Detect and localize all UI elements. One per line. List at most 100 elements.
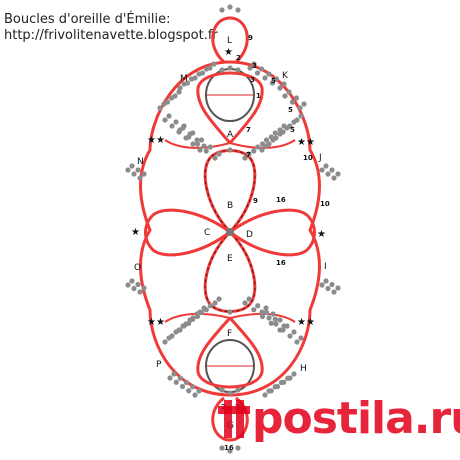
picot-dot bbox=[301, 101, 307, 107]
picot-dot bbox=[281, 81, 287, 87]
picot-dot bbox=[192, 75, 198, 81]
picot-dot bbox=[262, 75, 268, 81]
picot-dot bbox=[181, 123, 187, 129]
picot-dot bbox=[190, 141, 196, 147]
picot-dot bbox=[319, 167, 325, 173]
picot-dot bbox=[219, 7, 225, 13]
picot-dot bbox=[135, 167, 141, 173]
picot-dot bbox=[272, 316, 278, 322]
label-L: L bbox=[227, 36, 232, 46]
chain-F bbox=[196, 316, 264, 389]
picot-dot bbox=[203, 148, 209, 154]
picot-dot bbox=[172, 93, 178, 99]
picot-dot bbox=[325, 171, 331, 177]
picot-dot bbox=[157, 105, 163, 111]
star-left: ★ bbox=[131, 227, 140, 238]
picot-dot bbox=[263, 305, 269, 311]
picot-dot bbox=[216, 296, 222, 302]
picot-dot bbox=[298, 335, 304, 341]
ring-L bbox=[211, 16, 249, 64]
picot-dot bbox=[298, 113, 304, 119]
picot-dot bbox=[141, 171, 147, 177]
picot-dot bbox=[184, 80, 191, 86]
label-P: P bbox=[156, 360, 162, 370]
star-top: ★ bbox=[224, 47, 233, 58]
picot-dot bbox=[294, 117, 300, 123]
picot-dot bbox=[235, 67, 241, 73]
picot-dot bbox=[227, 65, 233, 71]
picot-dot bbox=[212, 300, 218, 306]
picot-dot bbox=[177, 127, 183, 133]
picot-dot bbox=[269, 80, 276, 86]
count-right-10a: 10 bbox=[303, 154, 313, 162]
picot-dot bbox=[207, 303, 213, 309]
header-title: Boucles d'oreille d'Émilie: http://frivo… bbox=[4, 12, 218, 44]
count-top-9: 9 bbox=[248, 34, 253, 42]
picot-dot bbox=[258, 66, 265, 72]
picot-dot bbox=[273, 321, 279, 327]
picot-dot bbox=[251, 148, 257, 154]
picot-dot bbox=[251, 307, 257, 313]
picot-dot bbox=[203, 307, 209, 313]
picot-dot bbox=[266, 315, 272, 321]
picot-dot bbox=[198, 309, 205, 316]
picot-dot bbox=[164, 99, 171, 105]
picot-dot bbox=[190, 130, 196, 136]
picot-dot bbox=[169, 123, 175, 129]
picot-dot bbox=[329, 167, 335, 173]
picot-dot bbox=[235, 7, 241, 13]
picot-dot bbox=[207, 65, 213, 71]
label-A: A bbox=[227, 130, 234, 140]
picot-dot bbox=[254, 70, 261, 76]
picot-dot bbox=[181, 323, 187, 329]
picot-dot bbox=[242, 155, 248, 161]
picot-dot bbox=[268, 134, 274, 140]
picot-dot bbox=[137, 289, 143, 295]
ring-D bbox=[229, 208, 316, 257]
watermark-text: postila.ru bbox=[252, 393, 460, 444]
picot-dot bbox=[274, 383, 281, 390]
picot-dot bbox=[266, 71, 272, 77]
picot-dot bbox=[270, 311, 276, 317]
picot-dot bbox=[190, 316, 196, 322]
picot-dot bbox=[277, 127, 283, 133]
chain-upper-left bbox=[164, 139, 231, 149]
picot-dot bbox=[281, 123, 287, 129]
picot-dot bbox=[162, 339, 168, 345]
picot-dot bbox=[281, 323, 287, 329]
picot-dot bbox=[166, 113, 172, 119]
picot-dot bbox=[325, 285, 331, 292]
picot-dot bbox=[273, 135, 279, 141]
picot-dot bbox=[183, 379, 190, 386]
picot-dot bbox=[177, 375, 183, 381]
ring-C bbox=[144, 208, 231, 257]
chain-lower-left bbox=[164, 312, 231, 323]
picot-dot bbox=[323, 278, 329, 284]
count-mid-7a: 7 bbox=[246, 126, 251, 134]
picot-dot bbox=[131, 171, 137, 177]
url-line: http://frivolitenavette.blogspot.fr bbox=[4, 28, 218, 43]
picots-layer bbox=[125, 4, 341, 454]
picot-dot bbox=[216, 151, 222, 157]
picot-dot bbox=[162, 117, 168, 123]
picot-dot bbox=[173, 119, 179, 125]
picot-dot bbox=[211, 61, 217, 67]
picot-dot bbox=[194, 137, 200, 143]
label-F: F bbox=[227, 329, 232, 339]
picot-dot bbox=[179, 383, 186, 390]
picot-dot bbox=[251, 61, 257, 67]
picot-dot bbox=[194, 313, 201, 320]
picot-dot bbox=[131, 285, 137, 292]
picot-dot bbox=[281, 379, 287, 385]
picot-dot bbox=[129, 163, 135, 169]
label-C: C bbox=[204, 228, 210, 238]
picot-dot bbox=[227, 448, 233, 454]
picot-dot bbox=[262, 392, 268, 398]
picot-dot bbox=[235, 445, 241, 451]
picot-dot bbox=[227, 309, 233, 315]
star-double-upper-right: ★★ bbox=[297, 137, 315, 148]
chain-A bbox=[196, 71, 264, 144]
picot-dot bbox=[287, 375, 293, 381]
picot-dot bbox=[277, 85, 283, 91]
picot-dot bbox=[198, 137, 205, 143]
